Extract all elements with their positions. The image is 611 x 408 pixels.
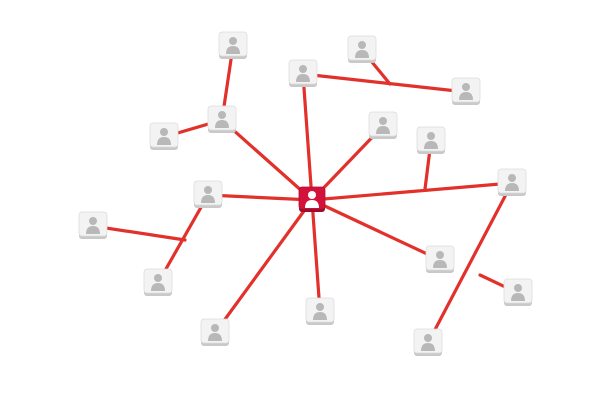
- connection-line: [206, 193, 314, 202]
- person-node: [425, 245, 455, 273]
- person-icon: [433, 251, 447, 268]
- person-node: [416, 126, 446, 154]
- person-icon: [376, 117, 390, 134]
- person-node: [78, 211, 108, 239]
- connection-line: [310, 198, 442, 262]
- connection-line: [301, 72, 468, 94]
- person-node: [149, 122, 179, 150]
- person-icon: [511, 284, 525, 301]
- person-icon: [157, 128, 171, 145]
- person-node: [193, 180, 223, 208]
- person-node: [143, 268, 173, 296]
- person-node: [451, 77, 481, 105]
- person-icon: [86, 217, 100, 234]
- person-icon: [313, 303, 327, 320]
- person-icon: [355, 41, 369, 58]
- hub-node: [298, 186, 326, 212]
- person-node: [218, 31, 248, 59]
- connection-line: [310, 198, 322, 314]
- person-icon: [459, 83, 473, 100]
- person-icon: [226, 37, 240, 54]
- person-node: [288, 59, 318, 87]
- person-node: [413, 328, 443, 356]
- person-node: [368, 111, 398, 139]
- person-icon: [296, 65, 310, 82]
- person-icon: [201, 186, 215, 203]
- person-node: [347, 35, 377, 63]
- person-node: [207, 105, 237, 133]
- person-node: [503, 278, 533, 306]
- connection-line: [301, 72, 314, 202]
- person-icon: [424, 132, 438, 149]
- connection-line: [310, 181, 514, 202]
- person-node: [305, 297, 335, 325]
- connection-line: [213, 198, 314, 335]
- person-icon: [505, 174, 519, 191]
- connection-line: [426, 181, 514, 345]
- person-icon: [151, 274, 165, 291]
- connection-line: [220, 118, 314, 202]
- person-icon: [305, 191, 319, 208]
- person-icon: [215, 111, 229, 128]
- person-icon: [208, 324, 222, 341]
- nodes: [78, 31, 533, 356]
- connection-line: [91, 224, 187, 242]
- person-icon: [421, 334, 435, 351]
- person-node: [200, 318, 230, 346]
- person-node: [497, 168, 527, 196]
